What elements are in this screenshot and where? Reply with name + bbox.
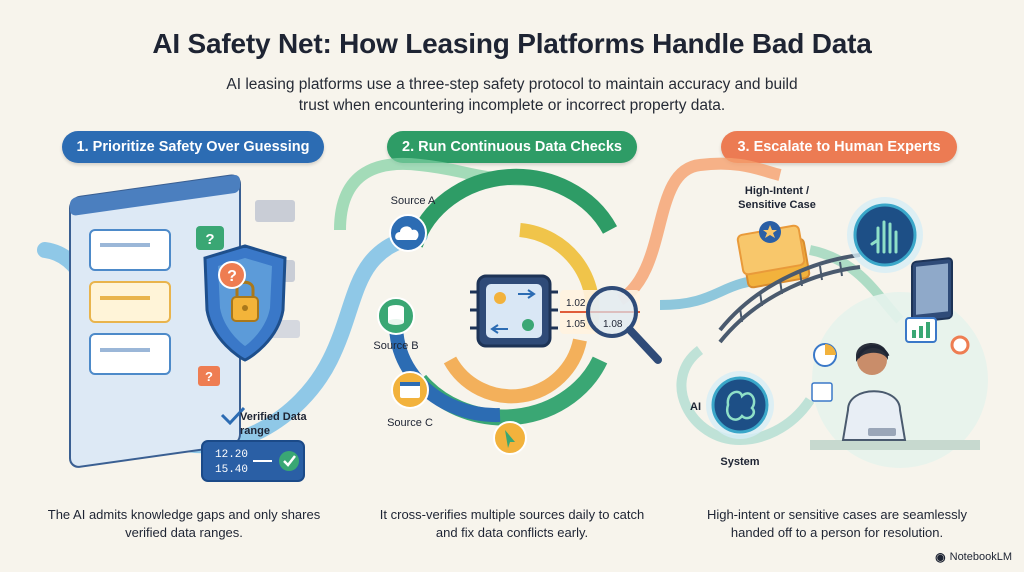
verified-range-card: 12.20 15.40	[201, 406, 305, 482]
check-icon	[220, 406, 246, 426]
source-a-cloud	[389, 214, 427, 252]
question-badge-orange: ?	[218, 261, 246, 289]
value-left-1: 1.02	[566, 298, 586, 309]
value-left-2: 1.05	[566, 319, 586, 330]
database-icon	[388, 305, 404, 325]
source-c-window	[391, 371, 429, 409]
range-value-low: 12.20	[215, 449, 248, 461]
source-b-label: Source B	[373, 340, 418, 352]
brand-mark: ◉ NotebookLM	[935, 550, 1012, 564]
source-b-database	[377, 297, 415, 335]
human-hand-badge	[847, 197, 923, 273]
cursor-badge	[493, 421, 527, 455]
source-c-label: Source C	[387, 417, 433, 429]
sensitive-case-label: High-Intent / Sensitive Case	[738, 185, 816, 211]
page-title: AI Safety Net: How Leasing Platforms Han…	[152, 28, 872, 59]
brand-label: NotebookLM	[949, 551, 1012, 563]
page-subtitle: AI leasing platforms use a three-step sa…	[226, 76, 798, 114]
notebook-logo-icon: ◉	[935, 550, 946, 564]
sensitive-case-cards	[736, 221, 811, 289]
value-right-1: 1.08	[603, 319, 623, 330]
processor-icon	[470, 274, 558, 348]
hand-icon	[870, 220, 898, 254]
step-3-caption: High-intent or sensitive cases are seaml…	[706, 507, 968, 540]
step-2-pill: 2. Run Continuous Data Checks	[387, 131, 637, 163]
step-1-pill: 1. Prioritize Safety Over Guessing	[62, 131, 324, 163]
star-icon	[763, 225, 777, 238]
ai-label: AI	[690, 401, 701, 413]
human-agent-scene	[810, 257, 988, 468]
step-1-caption: The AI admits knowledge gaps and only sh…	[47, 507, 321, 540]
step-2-caption: It cross-verifies multiple sources daily…	[379, 507, 645, 540]
question-card-green: ?	[196, 226, 224, 250]
question-mark-glyph: ?	[227, 268, 237, 285]
headset-agent-icon	[856, 345, 890, 359]
bridge-illustration	[718, 253, 861, 344]
cloud-icon	[395, 226, 419, 240]
question-mark-glyph-green: ?	[205, 231, 214, 248]
verified-data-label: Verified Data range	[240, 411, 307, 437]
step-3-pill: 3. Escalate to Human Experts	[721, 131, 957, 163]
flow-ribbon-ai-loop	[676, 346, 815, 446]
question-mark-glyph-small: ?	[205, 369, 213, 384]
warning-card-orange: ?	[198, 366, 220, 386]
source-a-label: Source A	[391, 195, 436, 207]
flow-ribbon-orange	[616, 157, 782, 306]
range-value-high: 15.40	[215, 464, 248, 476]
magnifier-icon: 1.08	[586, 286, 662, 364]
ai-system-badge	[706, 371, 774, 439]
system-label: System	[720, 456, 759, 468]
brain-icon	[725, 390, 756, 421]
